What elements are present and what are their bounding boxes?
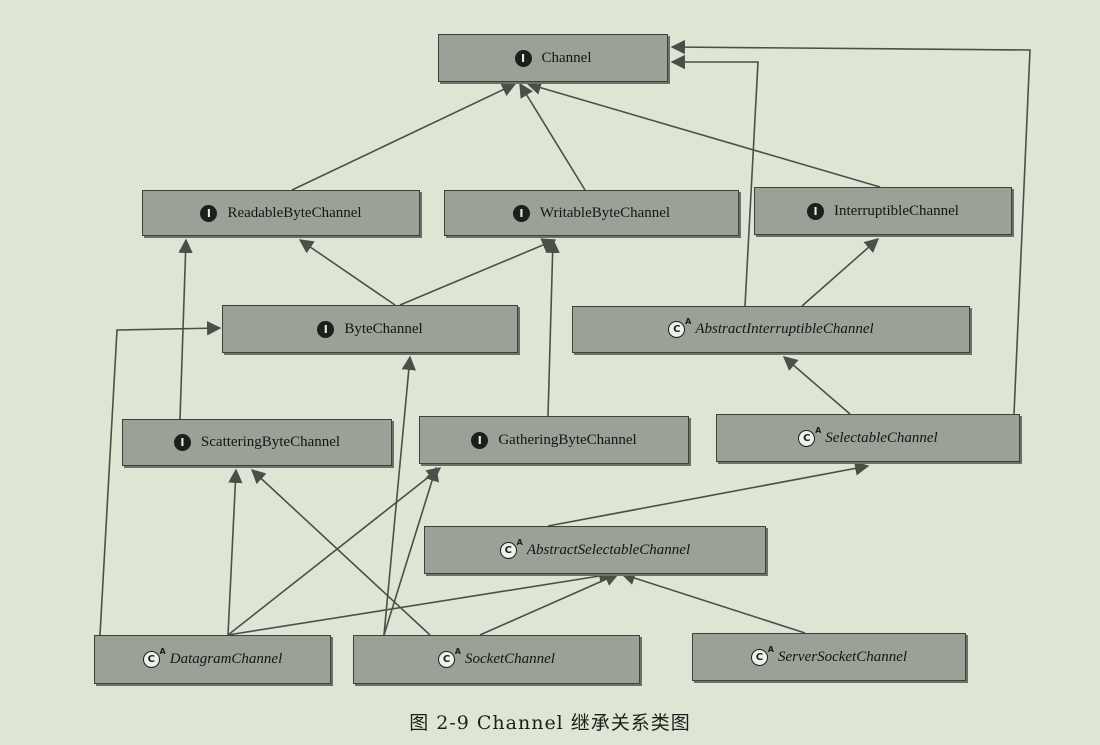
figure-caption: 图 2-9 Channel 继承关系类图 bbox=[409, 712, 691, 734]
inheritance-edge-abstract-interruptible-channel-to-interruptible-channel bbox=[801, 238, 880, 307]
interface-icon: I bbox=[471, 431, 489, 449]
inheritance-edge-readable-byte-channel-to-channel bbox=[291, 83, 517, 191]
node-channel[interactable]: I Channel bbox=[438, 34, 668, 82]
inheritance-edge-abstract-interruptible-channel-to-channel bbox=[670, 54, 759, 307]
edge-layer bbox=[99, 39, 1031, 636]
node-datagram-channel[interactable]: C DatagramChannel bbox=[94, 635, 331, 684]
inheritance-edge-datagram-channel-to-gathering-byte-channel bbox=[227, 467, 442, 636]
interface-icon: I bbox=[173, 434, 191, 451]
inheritance-edge-interruptible-channel-to-channel bbox=[526, 80, 881, 188]
abstract-class-icon: C bbox=[668, 317, 691, 338]
node-label: AbstractInterruptibleChannel bbox=[695, 321, 874, 337]
inheritance-edge-socket-channel-to-gathering-byte-channel bbox=[383, 466, 440, 636]
inheritance-edge-abstract-selectable-channel-to-selectable-channel bbox=[547, 461, 870, 527]
node-byte-channel[interactable]: I ByteChannel bbox=[222, 305, 518, 353]
node-label: InterruptibleChannel bbox=[834, 202, 959, 219]
interface-icon: I bbox=[512, 204, 530, 222]
abstract-class-icon: C bbox=[798, 426, 821, 447]
inheritance-edge-socket-channel-to-byte-channel bbox=[383, 355, 416, 636]
inheritance-edge-server-socket-channel-to-abstract-selectable-channel bbox=[620, 571, 806, 634]
node-server-socket-channel[interactable]: C ServerSocketChannel bbox=[692, 633, 966, 681]
abstract-class-icon: C bbox=[499, 538, 523, 559]
node-selectable-channel[interactable]: C SelectableChannel bbox=[716, 414, 1020, 462]
node-label: ByteChannel bbox=[344, 320, 423, 337]
abstract-class-icon: C bbox=[142, 647, 166, 668]
inheritance-edge-selectable-channel-to-channel bbox=[670, 39, 1031, 415]
inheritance-edge-datagram-channel-to-abstract-selectable-channel bbox=[227, 568, 614, 636]
node-label: WritableByteChannel bbox=[539, 204, 671, 221]
abstract-class-icon: C bbox=[438, 647, 461, 668]
abstract-class-icon: C bbox=[750, 645, 774, 666]
node-label: AbstractSelectableChannel bbox=[526, 541, 691, 558]
node-label: DatagramChannel bbox=[169, 651, 283, 667]
node-writable-byte-channel[interactable]: I WritableByteChannel bbox=[444, 190, 739, 236]
inheritance-edge-writable-byte-channel-to-channel bbox=[519, 82, 586, 191]
node-socket-channel[interactable]: C SocketChannel bbox=[353, 635, 640, 684]
node-label: ScatteringByteChannel bbox=[200, 434, 341, 450]
node-gathering-byte-channel[interactable]: I GatheringByteChannel bbox=[419, 416, 689, 464]
node-label: SelectableChannel bbox=[825, 429, 938, 446]
inheritance-edge-datagram-channel-to-scattering-byte-channel bbox=[227, 468, 243, 636]
node-label: ServerSocketChannel bbox=[777, 648, 908, 665]
node-abstract-selectable-channel[interactable]: C AbstractSelectableChannel bbox=[424, 526, 766, 574]
node-scattering-byte-channel[interactable]: I ScatteringByteChannel bbox=[122, 419, 392, 466]
inheritance-edge-byte-channel-to-writable-byte-channel bbox=[399, 238, 557, 306]
inheritance-edge-socket-channel-to-scattering-byte-channel bbox=[250, 469, 431, 636]
node-label: ReadableByteChannel bbox=[227, 204, 362, 221]
inheritance-edge-byte-channel-to-readable-byte-channel bbox=[298, 239, 396, 306]
inheritance-edge-gathering-byte-channel-to-writable-byte-channel bbox=[545, 238, 560, 417]
node-readable-byte-channel[interactable]: I ReadableByteChannel bbox=[142, 190, 420, 236]
node-label: Channel bbox=[541, 49, 592, 66]
node-label: GatheringByteChannel bbox=[498, 431, 637, 448]
inheritance-edge-datagram-channel-to-byte-channel bbox=[99, 321, 222, 636]
interface-icon: I bbox=[200, 204, 218, 222]
node-abstract-interruptible-channel[interactable]: C AbstractInterruptibleChannel bbox=[572, 306, 970, 353]
interface-icon: I bbox=[317, 320, 335, 338]
node-label: SocketChannel bbox=[465, 651, 555, 667]
interface-icon: I bbox=[514, 49, 532, 67]
node-interruptible-channel[interactable]: I InterruptibleChannel bbox=[754, 187, 1012, 235]
inheritance-edge-selectable-channel-to-abstract-interruptible-channel bbox=[782, 356, 851, 415]
interface-icon: I bbox=[807, 202, 825, 220]
inheritance-edge-socket-channel-to-abstract-selectable-channel bbox=[479, 572, 620, 636]
